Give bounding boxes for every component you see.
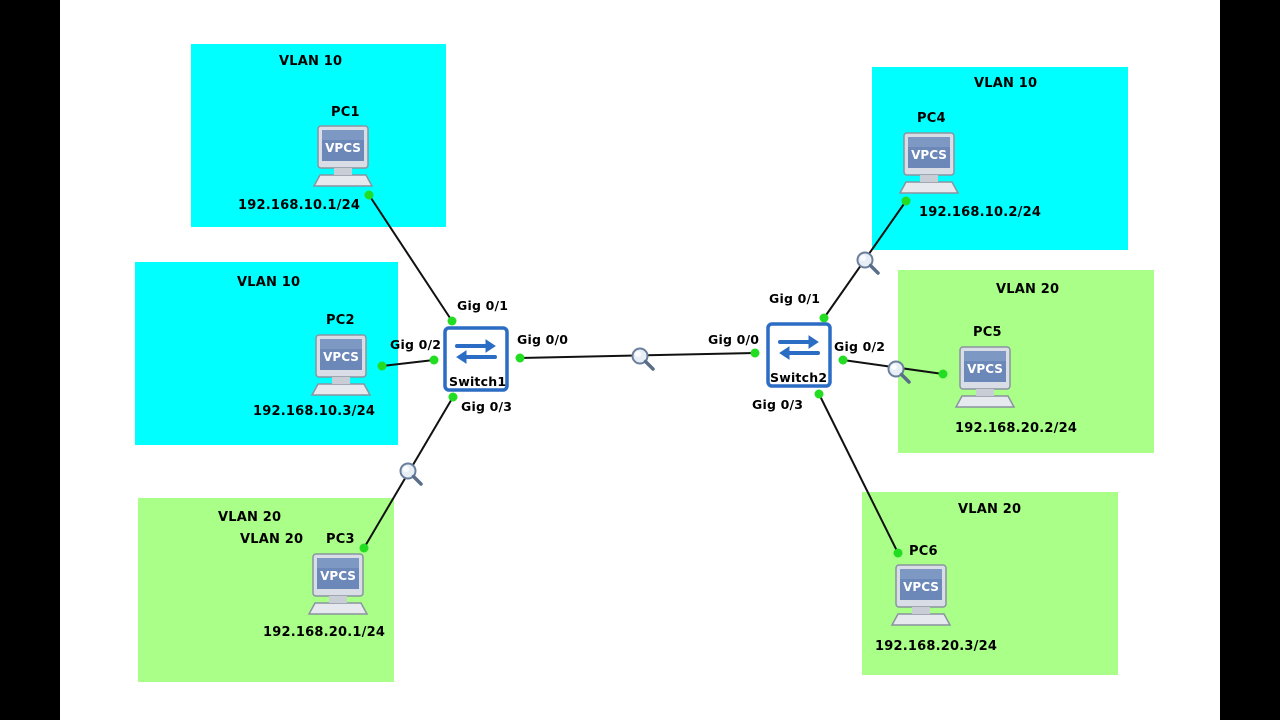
pc6-node[interactable]: VPCS	[886, 562, 954, 630]
link-endpoint	[448, 392, 458, 402]
switch-name: Switch2	[770, 370, 828, 385]
pc3-name: PC3	[326, 532, 355, 547]
link-endpoint	[814, 389, 824, 399]
pc1-name: PC1	[331, 105, 360, 120]
computer-icon: VPCS	[312, 125, 374, 187]
switch2-port-gig0-0: Gig 0/0	[708, 332, 760, 347]
pc4-ip: 192.168.10.2/24	[919, 205, 1042, 220]
links-layer	[359, 190, 948, 558]
pc2-name: PC2	[326, 313, 355, 328]
vpcs-label: VPCS	[903, 580, 939, 594]
pc2-node[interactable]: VPCS	[306, 332, 374, 400]
pc3-ip: 192.168.20.1/24	[263, 625, 386, 640]
computer-icon: VPCS	[310, 334, 372, 396]
switch1-port-gig0-2: Gig 0/2	[390, 337, 442, 352]
vlan-label: VLAN 20	[958, 502, 1022, 517]
vpcs-label: VPCS	[911, 148, 947, 162]
computer-icon: VPCS	[954, 346, 1016, 408]
pc1-node[interactable]: VPCS	[308, 123, 376, 191]
switch-icon	[766, 322, 832, 388]
vlan-zone-pc5: VLAN 20	[898, 270, 1154, 453]
pc5-name: PC5	[973, 325, 1002, 340]
link-pc2-switch1[interactable]	[381, 359, 435, 367]
pc5-node[interactable]: VPCS	[950, 344, 1018, 412]
switch2-port-gig0-1: Gig 0/1	[769, 291, 821, 306]
vlan-label: VLAN 10	[279, 54, 343, 69]
switch1-node[interactable]: Switch1	[443, 326, 509, 392]
link-endpoint	[377, 361, 387, 371]
vpcs-label: VPCS	[325, 141, 361, 155]
pc5-ip: 192.168.20.2/24	[955, 421, 1078, 436]
switch-name: Switch1	[449, 374, 507, 389]
pc1-ip: 192.168.10.1/24	[238, 198, 361, 213]
switch2-port-gig0-2: Gig 0/2	[834, 339, 886, 354]
link-endpoint	[750, 348, 760, 358]
link-endpoint	[429, 355, 439, 365]
link-endpoint	[901, 196, 911, 206]
vlan-label-secondary: VLAN 20	[240, 532, 304, 547]
switch-icon	[443, 326, 509, 392]
link-pc1-switch1[interactable]	[368, 194, 453, 322]
link-endpoint	[364, 190, 374, 200]
link-endpoint	[838, 355, 848, 365]
link-endpoint	[893, 548, 903, 558]
vlan-label: VLAN 20	[996, 282, 1060, 297]
pc6-ip: 192.168.20.3/24	[875, 639, 998, 654]
topology-canvas: VLAN 10 VLAN 10 VLAN 20 VLAN 20 VLAN 10 …	[60, 0, 1220, 720]
magnifier-icon[interactable]	[630, 346, 655, 371]
link-pc6-switch2[interactable]	[818, 393, 899, 554]
switch2-node[interactable]: Switch2	[766, 322, 832, 388]
computer-icon: VPCS	[307, 553, 369, 615]
link-endpoint	[819, 313, 829, 323]
switch1-port-gig0-3: Gig 0/3	[461, 399, 513, 414]
magnifier-icon[interactable]	[855, 250, 880, 275]
pc4-name: PC4	[917, 111, 946, 126]
vlan-label: VLAN 20	[218, 510, 282, 525]
pc4-node[interactable]: VPCS	[894, 130, 962, 198]
computer-icon: VPCS	[890, 564, 952, 626]
vlan-label: VLAN 10	[237, 275, 301, 290]
magnifier-icon[interactable]	[886, 359, 911, 384]
vpcs-label: VPCS	[323, 350, 359, 364]
pc3-node[interactable]: VPCS	[303, 551, 371, 619]
vpcs-label: VPCS	[967, 362, 1003, 376]
link-endpoint	[938, 369, 948, 379]
switch2-port-gig0-3: Gig 0/3	[752, 397, 804, 412]
vlan-label: VLAN 10	[974, 76, 1038, 91]
switch1-port-gig0-0: Gig 0/0	[517, 332, 569, 347]
pc2-ip: 192.168.10.3/24	[253, 404, 376, 419]
vpcs-label: VPCS	[320, 569, 356, 583]
link-endpoint	[515, 353, 525, 363]
pc6-name: PC6	[909, 544, 938, 559]
computer-icon: VPCS	[898, 132, 960, 194]
link-endpoint	[359, 543, 369, 553]
link-endpoint	[447, 316, 457, 326]
switch1-port-gig0-1: Gig 0/1	[457, 298, 509, 313]
